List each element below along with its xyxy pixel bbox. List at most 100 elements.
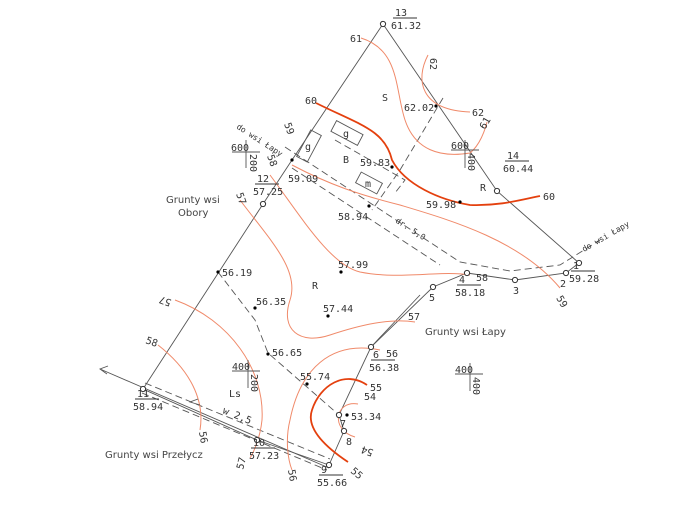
spot-height: 56.19 — [222, 268, 252, 279]
contour-label: 57 — [408, 312, 420, 323]
direction-arrow — [188, 398, 201, 406]
grid-label: 600 — [451, 141, 469, 152]
contour-58b — [157, 344, 202, 431]
contour-label: 58 — [144, 335, 159, 349]
contour-label: 58 — [476, 273, 488, 284]
corner-point-id: 1 — [573, 261, 579, 272]
contour-label: 56 — [196, 431, 209, 445]
contour-label: 61 — [478, 116, 494, 132]
contour-label: 61 — [350, 34, 362, 45]
road-dr-2 — [291, 167, 441, 266]
road-w — [144, 382, 331, 460]
use-boundary — [217, 271, 340, 416]
contour-label: 55 — [348, 466, 364, 482]
area-label-obory: Obory — [178, 208, 208, 219]
road-w-2 — [141, 392, 328, 471]
area-label-przelycz: Grunty wsi Przełycz — [105, 450, 203, 461]
corner-point-marker — [511, 276, 519, 284]
contour-62 — [421, 54, 471, 113]
contour-label: 59 — [553, 294, 569, 310]
corner-point-elevation: 57.25 — [253, 187, 283, 198]
corner-point-marker — [253, 436, 261, 444]
area-label-lapy: Grunty wsi Łapy — [425, 327, 506, 338]
contour-label: 55 — [370, 383, 382, 394]
parcel-boundary — [142, 23, 580, 466]
grid-label: 200 — [248, 374, 259, 392]
corner-point-elevation: 58.94 — [133, 402, 163, 413]
corner-point-marker — [429, 283, 437, 291]
land-class: Ls — [229, 389, 241, 400]
use-boundary-2 — [371, 97, 444, 211]
building-label: m — [365, 179, 371, 190]
corner-point-id: 11 — [137, 389, 149, 400]
spot-height: 59.98 — [426, 200, 456, 211]
corner-point-elevation: 57.23 — [249, 451, 279, 462]
corner-point-id: 6 — [373, 350, 379, 361]
contour-label: 57 — [158, 293, 173, 307]
corner-point-elevation: 59.28 — [569, 274, 599, 285]
corner-point-elevation: 60.44 — [503, 164, 533, 175]
corner-point-elevation: 61.32 — [391, 21, 421, 32]
contour-59 — [291, 164, 561, 289]
contour-label: 57 — [235, 456, 249, 470]
contour-58 — [269, 174, 471, 276]
corner-point-elevation: 55.66 — [317, 478, 347, 489]
land-class: B — [343, 155, 349, 166]
building-label: g — [305, 142, 311, 153]
land-class: R — [480, 183, 487, 194]
spot-height: 53.34 — [351, 412, 381, 423]
corner-point-marker — [463, 269, 471, 277]
spot-height: 57.99 — [338, 260, 368, 271]
corner-point-id: 2 — [560, 279, 566, 290]
contour-61b — [469, 121, 488, 154]
spot-height: 57.44 — [323, 304, 353, 315]
building-label: g — [343, 129, 349, 140]
corner-point-marker — [379, 20, 387, 28]
land-class: R — [312, 281, 319, 292]
contour-label: 60 — [305, 96, 317, 107]
contour-label: 56 — [285, 469, 298, 483]
corner-point-id: 14 — [507, 151, 519, 162]
corner-point-marker — [335, 411, 343, 419]
corner-point-elevation: 58.18 — [455, 288, 485, 299]
corner-point-marker — [575, 259, 583, 267]
contour-label: 56 — [386, 349, 398, 360]
corner-point-id: 4 — [459, 275, 465, 286]
contour-label: 57 — [233, 191, 247, 206]
grid-label: 400 — [232, 362, 250, 373]
grid-label: 200 — [247, 154, 258, 172]
spot-height: 56.65 — [272, 348, 302, 359]
contour-60 — [315, 102, 541, 206]
contour-61 — [360, 37, 471, 155]
use-boundary-3 — [334, 139, 406, 194]
spot-height: 59.09 — [288, 174, 318, 185]
spot-height: 55.74 — [300, 372, 330, 383]
contour-57 — [239, 199, 416, 339]
corner-point-id: 8 — [346, 437, 352, 448]
area-label-obory: Grunty wsi — [166, 195, 220, 206]
corner-point-elevation: 56.38 — [369, 363, 399, 374]
land-class: S — [382, 93, 388, 104]
grid-label: 400 — [470, 377, 481, 395]
spot-height: 62.02 — [404, 103, 434, 114]
corner-point-id: 10 — [253, 438, 265, 449]
corner-point-id: 12 — [257, 174, 269, 185]
corner-point-id: 5 — [429, 293, 435, 304]
contour-label: 54 — [360, 443, 375, 457]
contour-label: 54 — [364, 392, 376, 403]
arrow-w-road — [99, 365, 109, 375]
spot-height: 58.94 — [338, 212, 368, 223]
corner-point-marker — [259, 200, 267, 208]
grid-label: 400 — [455, 365, 473, 376]
grid-label: 400 — [465, 153, 476, 171]
corner-point-marker — [340, 427, 348, 435]
contour-label: 59 — [281, 121, 295, 136]
corner-point-id: 9 — [321, 465, 327, 476]
corner-point-id: 13 — [395, 8, 407, 19]
road-label: do wsi Łapy — [581, 219, 632, 253]
corner-point-id: 3 — [513, 286, 519, 297]
contour-label: 62 — [472, 108, 484, 119]
corner-point-marker — [562, 269, 570, 277]
